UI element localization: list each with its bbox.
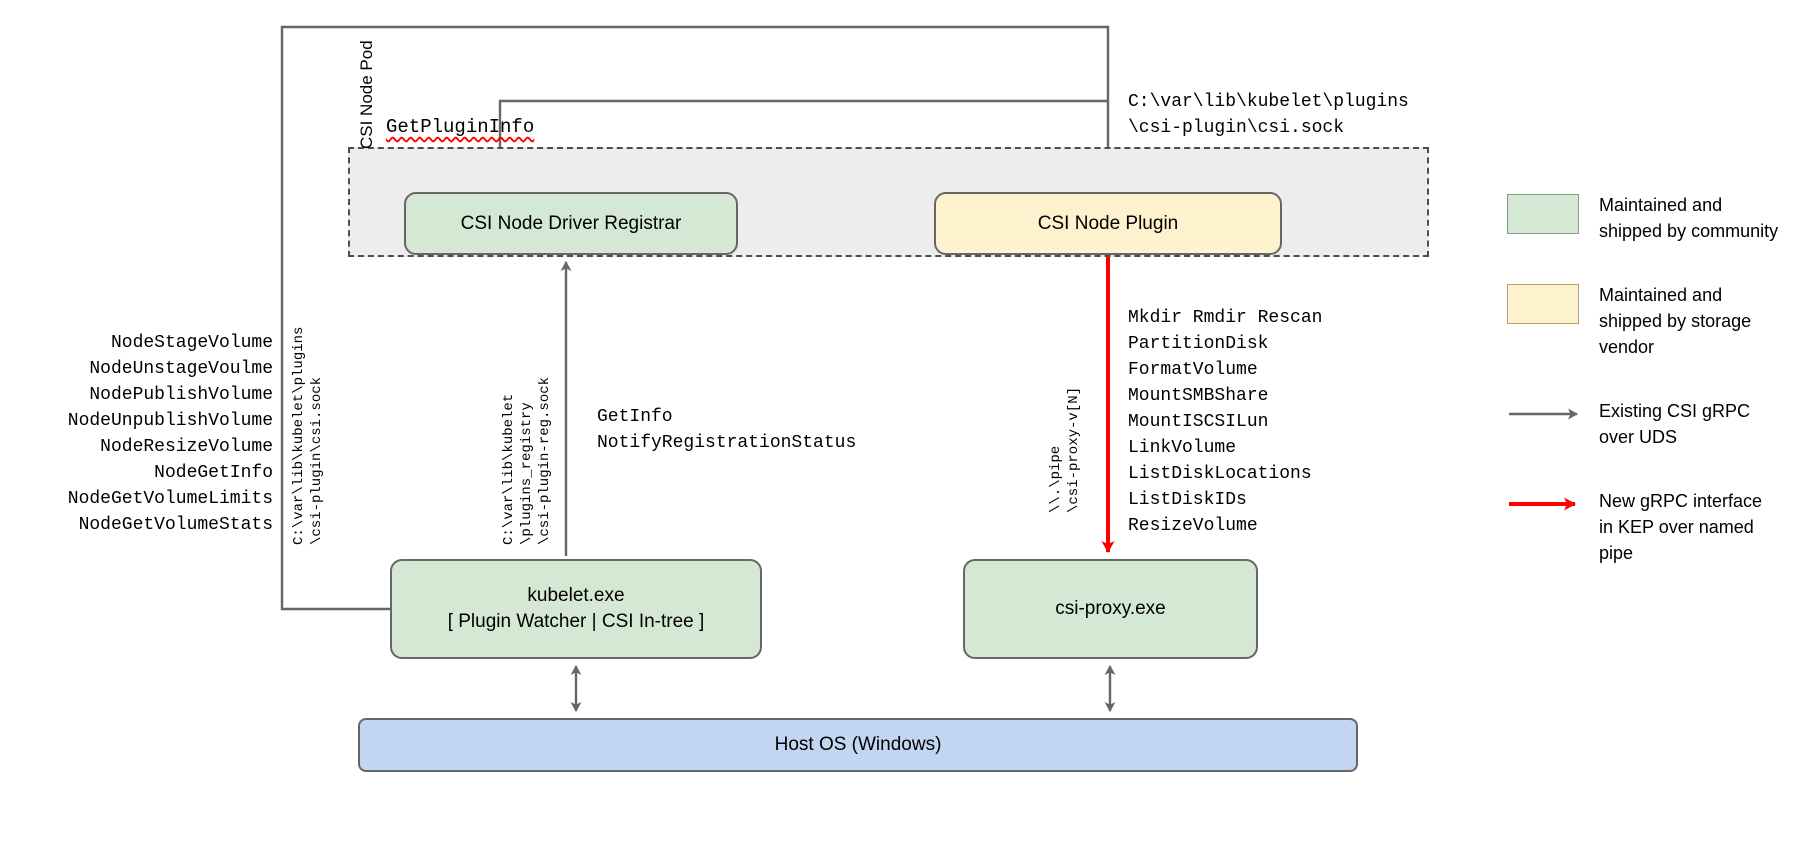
csi-node-pod-label: CSI Node Pod — [357, 40, 376, 149]
node-kubelet-exe-sublabel: [ Plugin Watcher | CSI In-tree ] — [447, 611, 705, 632]
legend-key-new-grpc — [1507, 488, 1599, 518]
node-kubelet-exe[interactable]: kubelet.exe [ Plugin Watcher | CSI In-tr… — [390, 559, 762, 659]
legend-key-existing-grpc — [1507, 398, 1599, 428]
legend: Maintained and shipped by community Main… — [1507, 192, 1807, 604]
label-get-plugin-info: GetPluginInfo — [386, 116, 535, 138]
label-registration-calls: GetInfo NotifyRegistrationStatus — [597, 407, 857, 453]
legend-item-community: Maintained and shipped by community — [1507, 192, 1807, 244]
node-csi-proxy-exe[interactable]: csi-proxy.exe — [963, 559, 1258, 659]
label-kubelet-registry-socket-path: C:\var\lib\kubelet \plugins_registry \cs… — [501, 376, 553, 545]
legend-item-new-grpc: New gRPC interface in KEP over named pip… — [1507, 488, 1807, 566]
node-csi-node-plugin-label: CSI Node Plugin — [1037, 212, 1179, 234]
node-csi-node-driver-registrar[interactable]: CSI Node Driver Registrar — [404, 192, 738, 255]
node-csi-node-plugin[interactable]: CSI Node Plugin — [934, 192, 1282, 255]
label-kubelet-csi-socket-path: C:\var\lib\kubelet\plugins \csi-plugin\c… — [291, 326, 325, 545]
label-csi-proxy-api-calls: Mkdir Rmdir Rescan PartitionDisk FormatV… — [1128, 308, 1323, 536]
legend-label-existing-grpc: Existing CSI gRPC over UDS — [1599, 401, 1751, 447]
node-csi-proxy-exe-label: csi-proxy.exe — [1055, 598, 1166, 620]
node-host-os[interactable]: Host OS (Windows) — [358, 718, 1358, 772]
label-named-pipe-path: \\.\pipe \csi-proxy-v[N] — [1048, 386, 1082, 513]
legend-key-community — [1507, 192, 1599, 234]
legend-label-new-grpc: New gRPC interface in KEP over named pip… — [1599, 491, 1763, 563]
legend-item-storage-vendor: Maintained and shipped by storage vendor — [1507, 282, 1807, 360]
label-node-service-calls: NodeStageVolume NodeUnstageVoulme NodePu… — [67, 333, 273, 535]
node-kubelet-exe-label: kubelet.exe — [527, 585, 625, 607]
arrow-gray-icon — [1509, 408, 1578, 420]
legend-key-storage-vendor — [1507, 282, 1599, 324]
legend-label-community: Maintained and shipped by community — [1599, 195, 1779, 241]
legend-item-existing-grpc: Existing CSI gRPC over UDS — [1507, 398, 1807, 450]
node-host-os-label: Host OS (Windows) — [774, 734, 942, 756]
node-csi-node-driver-registrar-label: CSI Node Driver Registrar — [460, 212, 682, 234]
arrow-red-icon — [1509, 497, 1576, 511]
swatch-green-icon — [1507, 194, 1579, 234]
legend-label-storage-vendor: Maintained and shipped by storage vendor — [1599, 285, 1752, 357]
label-plugin-socket-path: C:\var\lib\kubelet\plugins \csi-plugin\c… — [1128, 92, 1409, 138]
swatch-yellow-icon — [1507, 284, 1579, 324]
